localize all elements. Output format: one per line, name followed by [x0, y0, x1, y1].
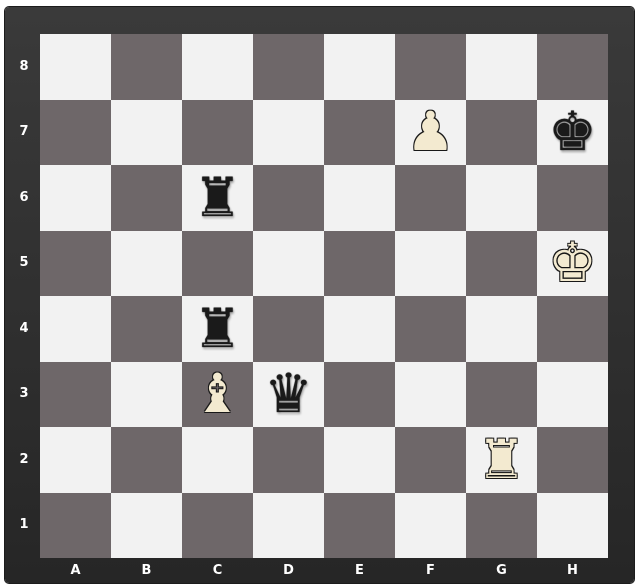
square-h7[interactable]: ♚: [537, 100, 608, 166]
square-b4[interactable]: [111, 296, 182, 362]
square-h8[interactable]: [537, 34, 608, 100]
rank-label-8: 8: [17, 59, 31, 74]
rank-label-6: 6: [17, 190, 31, 205]
chess-board[interactable]: ♟ ♚ ♜ ♚ ♜ ♝ ♛ ♜: [40, 34, 608, 558]
white-pawn-icon[interactable]: ♟: [406, 105, 454, 159]
square-g3[interactable]: [466, 362, 537, 428]
square-f3[interactable]: [395, 362, 466, 428]
square-f2[interactable]: [395, 427, 466, 493]
square-d8[interactable]: [253, 34, 324, 100]
square-f8[interactable]: [395, 34, 466, 100]
black-king-icon[interactable]: ♚: [548, 105, 596, 159]
square-c5[interactable]: [182, 231, 253, 297]
file-label-a: A: [40, 563, 111, 578]
white-bishop-icon[interactable]: ♝: [193, 367, 241, 421]
square-b3[interactable]: [111, 362, 182, 428]
rank-label-1: 1: [17, 517, 31, 532]
file-label-g: G: [466, 563, 537, 578]
square-b5[interactable]: [111, 231, 182, 297]
square-g2[interactable]: ♜: [466, 427, 537, 493]
file-label-c: C: [182, 563, 253, 578]
square-g8[interactable]: [466, 34, 537, 100]
white-rook-icon[interactable]: ♜: [477, 433, 525, 487]
square-h1[interactable]: [537, 493, 608, 559]
square-c6[interactable]: ♜: [182, 165, 253, 231]
square-h5[interactable]: ♚: [537, 231, 608, 297]
square-b2[interactable]: [111, 427, 182, 493]
square-g7[interactable]: [466, 100, 537, 166]
rank-label-7: 7: [17, 124, 31, 139]
white-king-icon[interactable]: ♚: [548, 236, 596, 290]
square-e2[interactable]: [324, 427, 395, 493]
square-a2[interactable]: [40, 427, 111, 493]
rank-label-5: 5: [17, 255, 31, 270]
file-label-d: D: [253, 563, 324, 578]
square-e5[interactable]: [324, 231, 395, 297]
square-f7[interactable]: ♟: [395, 100, 466, 166]
square-f1[interactable]: [395, 493, 466, 559]
square-h2[interactable]: [537, 427, 608, 493]
square-e3[interactable]: [324, 362, 395, 428]
square-b7[interactable]: [111, 100, 182, 166]
file-label-h: H: [537, 563, 608, 578]
square-a6[interactable]: [40, 165, 111, 231]
square-e7[interactable]: [324, 100, 395, 166]
file-label-e: E: [324, 563, 395, 578]
rank-label-3: 3: [17, 386, 31, 401]
square-a5[interactable]: [40, 231, 111, 297]
square-e8[interactable]: [324, 34, 395, 100]
square-b8[interactable]: [111, 34, 182, 100]
file-label-b: B: [111, 563, 182, 578]
square-h6[interactable]: [537, 165, 608, 231]
square-g1[interactable]: [466, 493, 537, 559]
black-rook-icon[interactable]: ♜: [193, 302, 241, 356]
square-g6[interactable]: [466, 165, 537, 231]
rank-label-2: 2: [17, 452, 31, 467]
black-rook-icon[interactable]: ♜: [193, 171, 241, 225]
square-d6[interactable]: [253, 165, 324, 231]
square-e4[interactable]: [324, 296, 395, 362]
square-d4[interactable]: [253, 296, 324, 362]
file-label-f: F: [395, 563, 466, 578]
square-c2[interactable]: [182, 427, 253, 493]
square-c8[interactable]: [182, 34, 253, 100]
square-f5[interactable]: [395, 231, 466, 297]
square-g5[interactable]: [466, 231, 537, 297]
square-c3[interactable]: ♝: [182, 362, 253, 428]
square-a3[interactable]: [40, 362, 111, 428]
square-a1[interactable]: [40, 493, 111, 559]
square-d3[interactable]: ♛: [253, 362, 324, 428]
square-b1[interactable]: [111, 493, 182, 559]
square-a4[interactable]: [40, 296, 111, 362]
square-b6[interactable]: [111, 165, 182, 231]
square-a7[interactable]: [40, 100, 111, 166]
square-c4[interactable]: ♜: [182, 296, 253, 362]
square-c7[interactable]: [182, 100, 253, 166]
square-e6[interactable]: [324, 165, 395, 231]
square-d7[interactable]: [253, 100, 324, 166]
rank-label-4: 4: [17, 321, 31, 336]
square-h3[interactable]: [537, 362, 608, 428]
square-d5[interactable]: [253, 231, 324, 297]
square-d1[interactable]: [253, 493, 324, 559]
square-h4[interactable]: [537, 296, 608, 362]
square-g4[interactable]: [466, 296, 537, 362]
square-d2[interactable]: [253, 427, 324, 493]
square-e1[interactable]: [324, 493, 395, 559]
black-queen-icon[interactable]: ♛: [264, 367, 312, 421]
square-c1[interactable]: [182, 493, 253, 559]
square-a8[interactable]: [40, 34, 111, 100]
square-f4[interactable]: [395, 296, 466, 362]
square-f6[interactable]: [395, 165, 466, 231]
